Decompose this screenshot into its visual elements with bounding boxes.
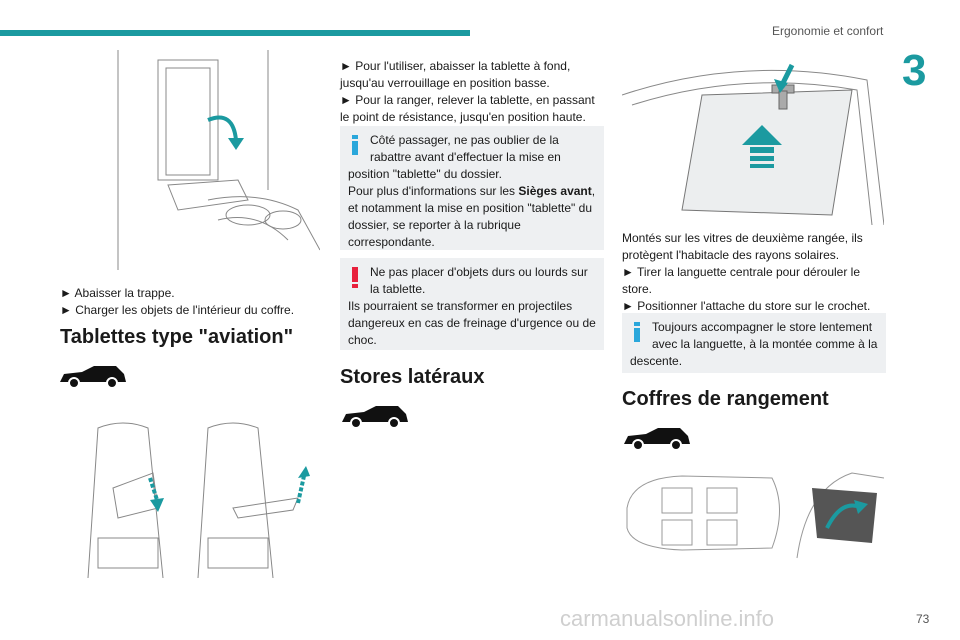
watermark: carmanualsonline.info [560,606,775,631]
bullet-item: ► Tirer la languette centrale pour dérou… [622,265,861,296]
note-text: Ne pas placer d'objets durs ou lourds su… [370,265,588,296]
aviation-tray-illustration [87,422,310,579]
note-text-part: Pour plus d'informations sur les [348,184,519,198]
header-accent-bar [0,30,470,36]
warning-note: Ne pas placer d'objets durs ou lourds su… [340,258,604,350]
page-number: 73 [916,612,930,626]
info-icon [630,319,652,349]
bullet-item: ► Pour la ranger, relever la tablette, e… [340,93,595,124]
car-silhouette-icon [624,428,690,451]
col1-bullets: ► Abaisser la trappe. ► Charger les obje… [60,285,320,319]
note-text: Pour plus d'informations sur les Sièges … [348,183,596,251]
car-silhouette-icon [60,366,126,389]
col2-bullets: ► Pour l'utiliser, abaisser la tablette … [340,58,604,126]
storage-compartments-illustration [626,472,884,559]
note-text-part: , et notamment la mise en position "tabl… [348,184,596,249]
bullet-item: ► Positionner l'attache du store sur le … [622,299,871,313]
sun-blind-illustration [622,63,884,225]
heading-stores: Stores latéraux [340,366,485,388]
note-text: Côté passager, ne pas oublier de la raba… [348,133,561,181]
info-note: Côté passager, ne pas oublier de la raba… [340,126,604,250]
note-text: Toujours accompagner le store lentement … [630,320,878,368]
bullet-item: ► Charger les objets de l'intérieur du c… [60,303,295,317]
bullet-item: ► Pour l'utiliser, abaisser la tablette … [340,59,571,90]
warning-icon [348,264,370,294]
info-note: Toujours accompagner le store lentement … [622,313,886,373]
info-icon [348,132,370,162]
intro-text: Montés sur les vitres de deuxième rangée… [622,231,863,262]
bullet-item: ► Abaisser la trappe. [60,286,175,300]
chapter-number: 3 [902,46,927,95]
car-silhouette-icon [342,406,408,429]
col3-text: Montés sur les vitres de deuxième rangée… [622,230,886,315]
note-text: Ils pourraient se transformer en project… [348,299,596,347]
heading-coffres: Coffres de rangement [622,388,829,410]
heading-tablettes: Tablettes type "aviation" [60,326,294,348]
trunk-hatch-illustration [117,50,320,270]
note-link-text: Sièges avant [518,184,592,198]
section-title: Ergonomie et confort [772,24,884,38]
